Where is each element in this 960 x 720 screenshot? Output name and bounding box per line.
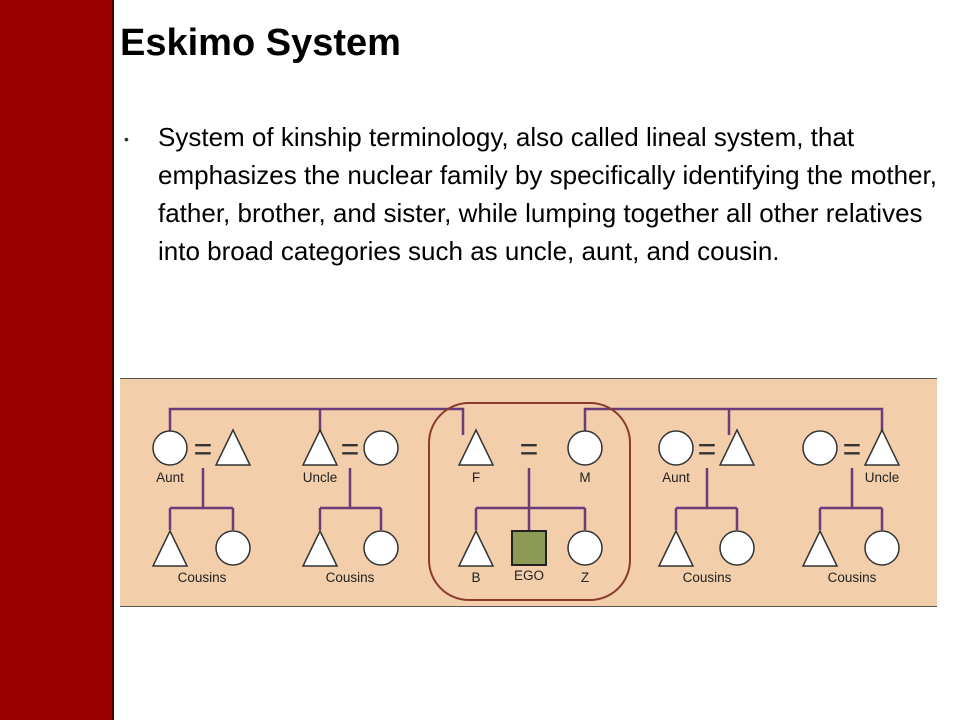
parent-generation [152, 428, 901, 466]
descent-lines [168, 468, 884, 530]
label-ego: EGO [514, 568, 544, 583]
label-cousins-1: Cousins [178, 570, 227, 585]
children-generation [151, 529, 900, 567]
aunt-right-circle-icon [658, 430, 694, 466]
label-aunt-right: Aunt [662, 470, 690, 485]
descent-family-4 [674, 468, 739, 530]
brother-triangle-icon [457, 529, 495, 567]
descent-family-3 [474, 468, 587, 530]
cousin-female-1-circle-icon [215, 530, 251, 566]
uncle-left-wife-circle-icon [363, 430, 399, 466]
marriage-sign-2: = [341, 431, 360, 467]
descent-family-2 [318, 468, 383, 530]
cousin-male-2-triangle-icon [301, 529, 339, 567]
label-father: F [472, 470, 480, 485]
cousin-male-3-triangle-icon [657, 529, 695, 567]
side-bar [0, 0, 114, 720]
aunt-left-circle-icon [152, 430, 188, 466]
cousin-female-2-circle-icon [363, 530, 399, 566]
label-cousins-4: Cousins [828, 570, 877, 585]
cousin-male-1-triangle-icon [151, 529, 189, 567]
marriage-sign-1: = [194, 431, 213, 467]
descent-family-5 [818, 468, 884, 530]
marriage-sign-5: = [843, 431, 862, 467]
label-brother: B [471, 570, 480, 585]
label-cousins-2: Cousins [326, 570, 375, 585]
slide-title: Eskimo System [120, 22, 401, 64]
marriage-sign-4: = [698, 431, 717, 467]
cousin-male-4-triangle-icon [801, 529, 839, 567]
label-uncle-right: Uncle [865, 470, 900, 485]
uncle-right-wife-circle-icon [802, 430, 838, 466]
father-triangle-icon [457, 428, 495, 466]
aunt-left-husband-triangle-icon [214, 428, 252, 466]
kinship-diagram: = = = = = Aunt Uncle F M Aunt [120, 378, 937, 607]
uncle-right-triangle-icon [863, 428, 901, 466]
cousin-female-4-circle-icon [864, 530, 900, 566]
mother-circle-icon [567, 430, 603, 466]
label-sister: Z [581, 570, 589, 585]
nuclear-family-highlight [428, 402, 631, 601]
bullet-icon: • [124, 131, 129, 147]
label-aunt-left: Aunt [156, 470, 184, 485]
label-uncle-left: Uncle [303, 470, 338, 485]
ego-square-icon [511, 530, 547, 566]
aunt-right-husband-triangle-icon [718, 428, 756, 466]
cousin-female-3-circle-icon [719, 530, 755, 566]
descent-family-1 [168, 468, 235, 530]
marriage-signs: = = = = = [194, 431, 862, 467]
definition-text: System of kinship terminology, also call… [158, 122, 937, 266]
mother-sibling-line [583, 407, 884, 435]
marriage-sign-3: = [520, 431, 539, 467]
uncle-left-triangle-icon [301, 428, 339, 466]
label-cousins-3: Cousins [683, 570, 732, 585]
label-mother: M [579, 470, 590, 485]
kin-labels: Aunt Uncle F M Aunt Uncle Cousins Cousin… [156, 470, 899, 585]
sister-circle-icon [567, 530, 603, 566]
